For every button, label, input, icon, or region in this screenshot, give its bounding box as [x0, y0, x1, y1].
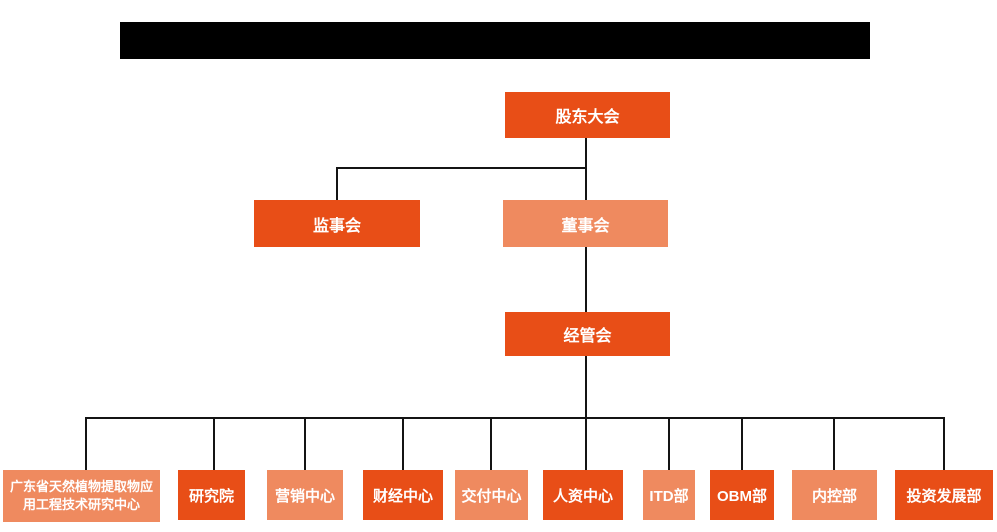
connector-directors-management: [585, 247, 587, 312]
node-dept-internal-control: 内控部: [792, 470, 877, 520]
connector-drop-itd: [668, 417, 670, 470]
node-supervisory-board: 监事会: [254, 200, 420, 247]
connector-drop-investment: [943, 417, 945, 470]
connector-departments-horizontal: [85, 417, 945, 419]
node-dept-marketing-center: 营销中心: [267, 470, 343, 520]
node-management-committee: 经管会: [505, 312, 670, 356]
connector-drop-obm: [741, 417, 743, 470]
node-board-of-directors: 董事会: [503, 200, 668, 247]
node-dept-research-institute: 研究院: [178, 470, 245, 520]
connector-drop-research-center: [85, 417, 87, 470]
node-dept-hr-center: 人资中心: [543, 470, 623, 520]
node-dept-research-center: 广东省天然植物提取物应用工程技术研究中心: [3, 470, 160, 522]
connector-root-down: [585, 138, 587, 200]
node-dept-finance-center: 财经中心: [363, 470, 443, 520]
connector-drop-marketing: [304, 417, 306, 470]
node-dept-itd: ITD部: [643, 470, 695, 520]
connector-drop-finance: [402, 417, 404, 470]
connector-drop-institute: [213, 417, 215, 470]
node-dept-investment-development: 投资发展部: [895, 470, 993, 520]
connector-drop-internal-control: [833, 417, 835, 470]
redacted-title-bar: [120, 22, 870, 59]
node-shareholders-meeting: 股东大会: [505, 92, 670, 138]
connector-management-down: [585, 356, 587, 470]
connector-supervisors-drop: [336, 167, 338, 200]
node-dept-obm: OBM部: [710, 470, 774, 520]
node-dept-delivery-center: 交付中心: [455, 470, 528, 520]
connector-drop-delivery: [490, 417, 492, 470]
connector-level2-horizontal: [336, 167, 587, 169]
